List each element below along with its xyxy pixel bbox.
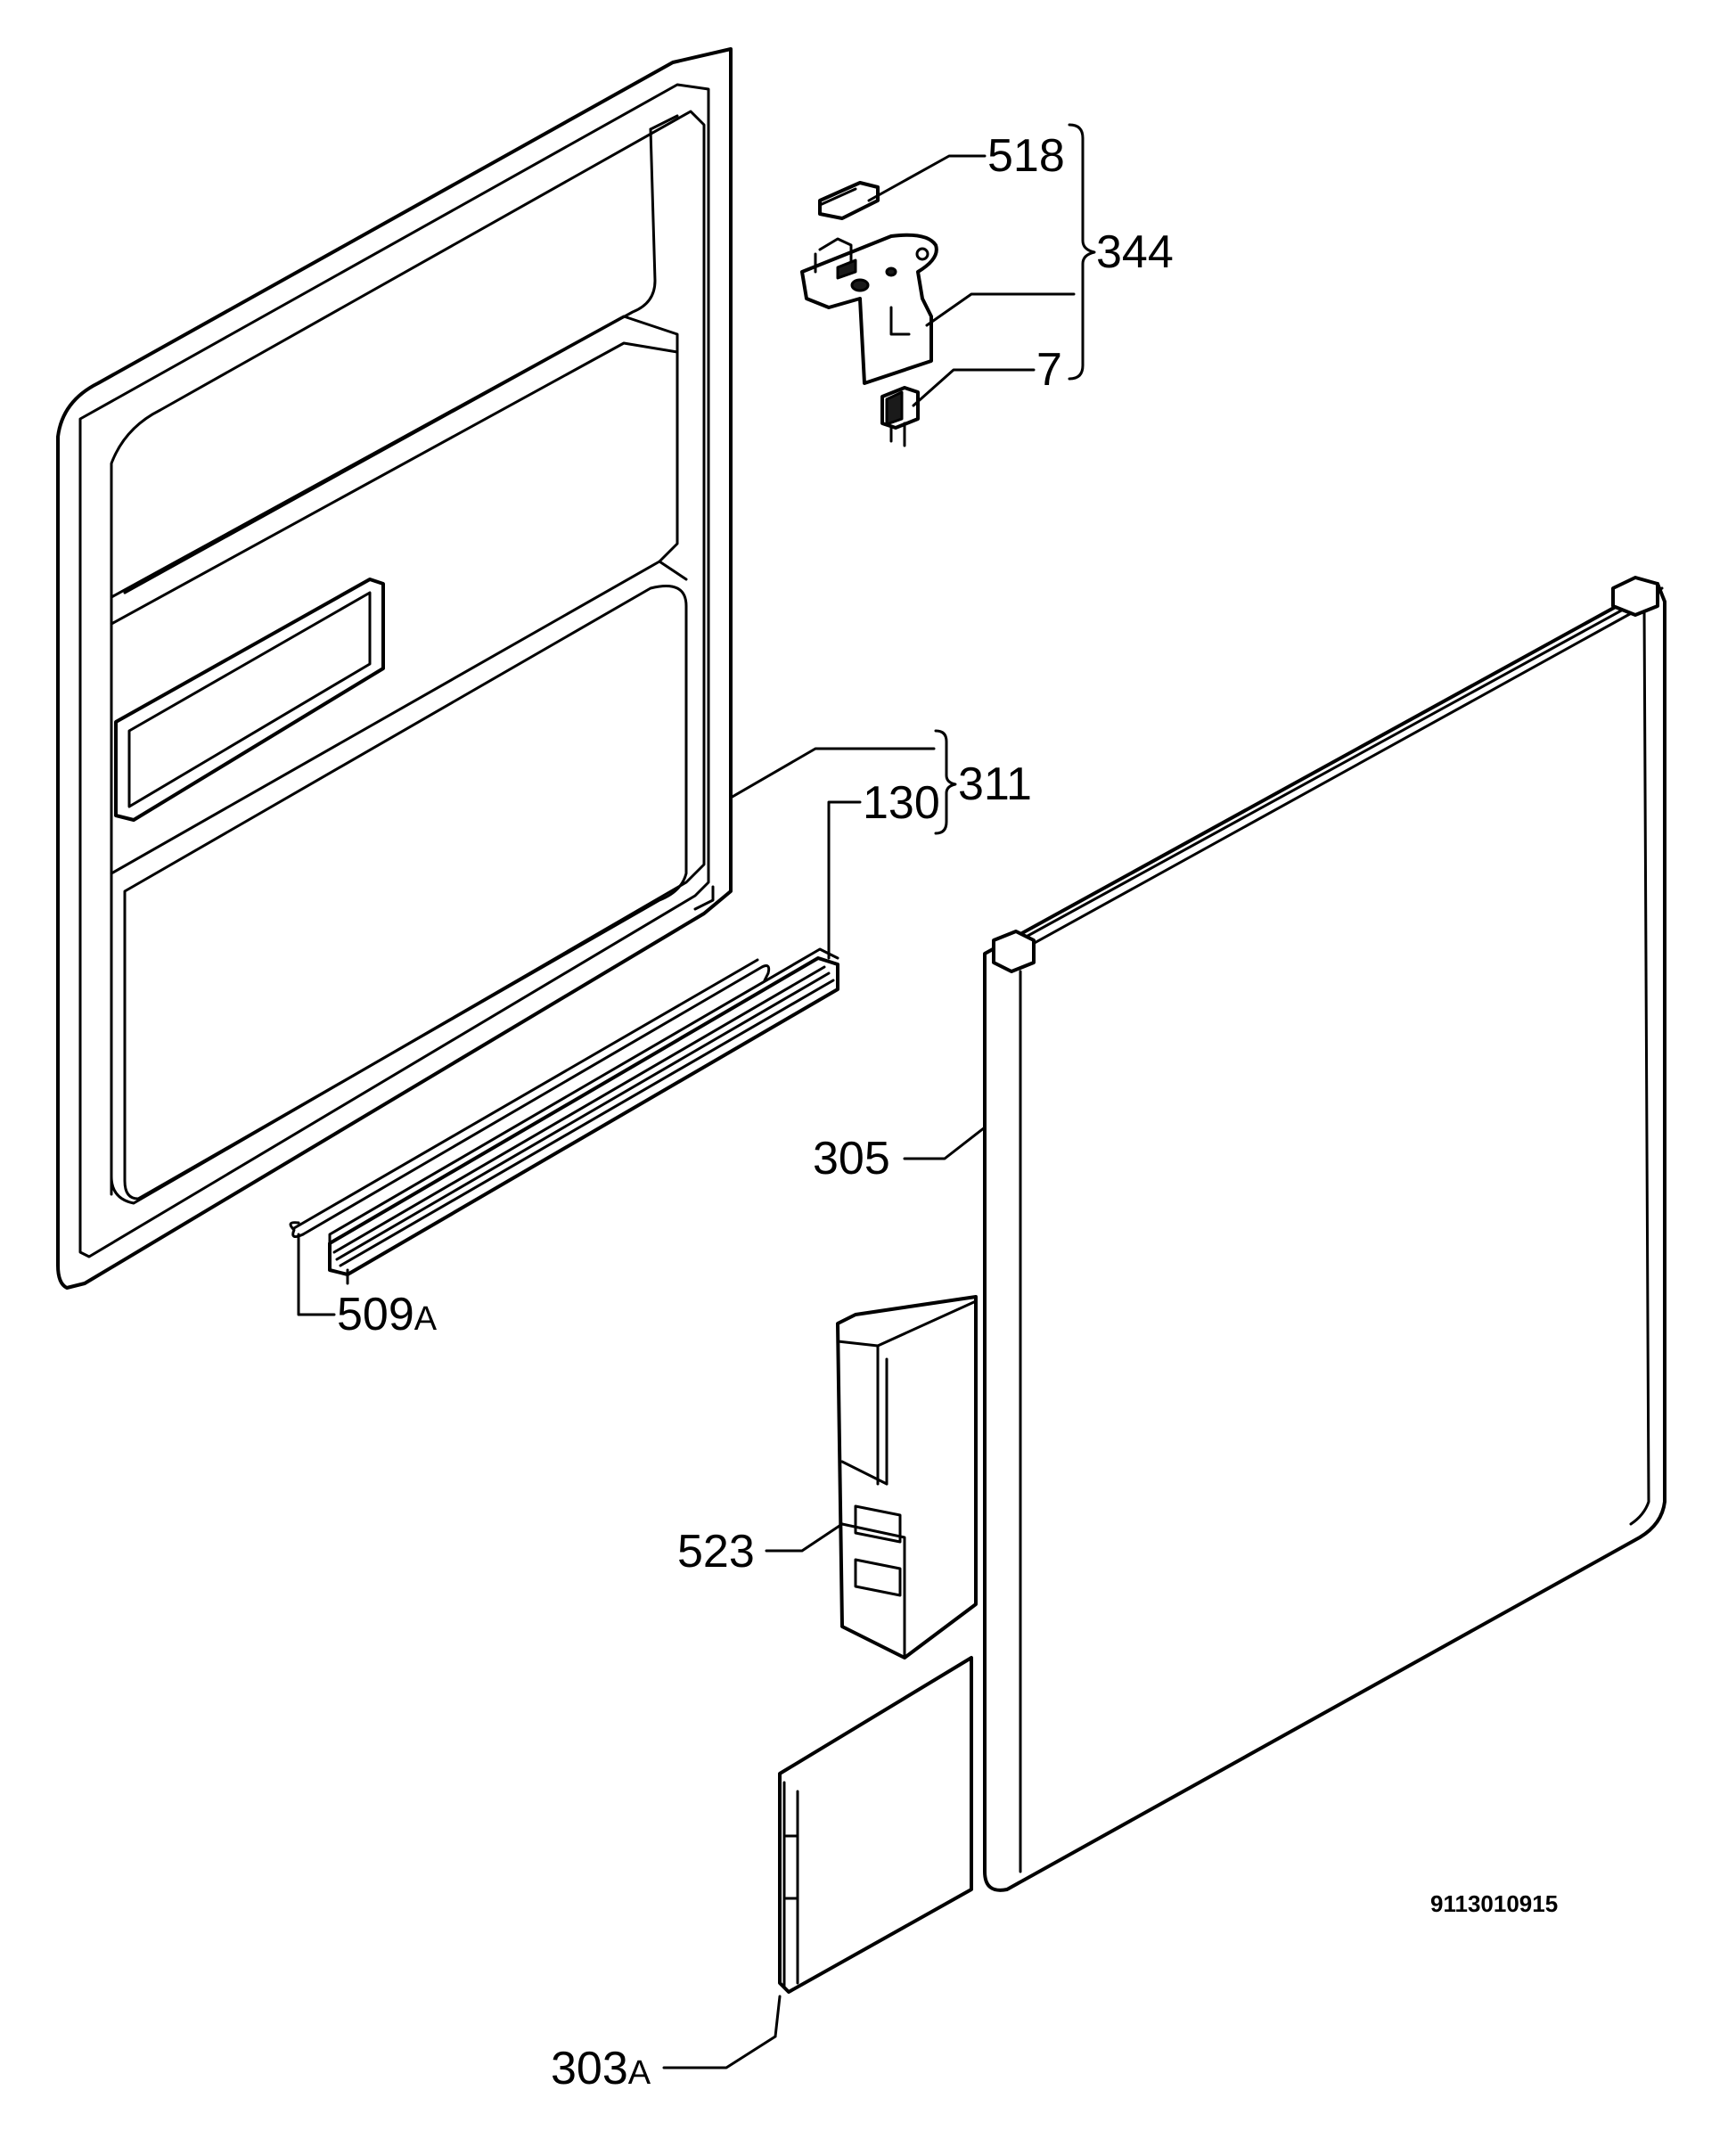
latch-part-518 <box>818 181 880 220</box>
callout-305: 305 <box>813 1133 890 1184</box>
callout-509A: 509A <box>337 1289 438 1340</box>
outer-door-panel-305 <box>983 576 1666 1892</box>
callout-7: 7 <box>1036 344 1062 396</box>
bracket-523 <box>836 1295 978 1660</box>
callout-303A-number: 303 <box>551 2043 628 2094</box>
callout-523: 523 <box>677 1526 755 1578</box>
kick-panel-303A <box>778 1656 973 1994</box>
door-lock-assembly <box>800 181 938 447</box>
drawing-number: 9113010915 <box>1430 1890 1558 1917</box>
callout-344: 344 <box>1096 226 1174 278</box>
leader-lines <box>297 123 1096 2069</box>
microswitch-part-7 <box>880 386 920 447</box>
door-gasket-130 <box>328 947 839 1285</box>
wire-rail-509A <box>289 958 771 1239</box>
callout-303A-suffix: A <box>628 2054 651 2092</box>
lock-body <box>800 233 938 385</box>
callout-130: 130 <box>863 777 940 829</box>
inner-door-panel <box>56 47 733 1290</box>
callout-labels: 518 344 7 311 130 305 509A 523 303A 9113… <box>337 130 1558 2094</box>
callout-303A: 303A <box>551 2043 651 2094</box>
callout-518: 518 <box>987 130 1065 182</box>
callout-509A-number: 509 <box>337 1289 414 1340</box>
callout-509A-suffix: A <box>414 1300 438 1338</box>
callout-311: 311 <box>958 758 1032 810</box>
